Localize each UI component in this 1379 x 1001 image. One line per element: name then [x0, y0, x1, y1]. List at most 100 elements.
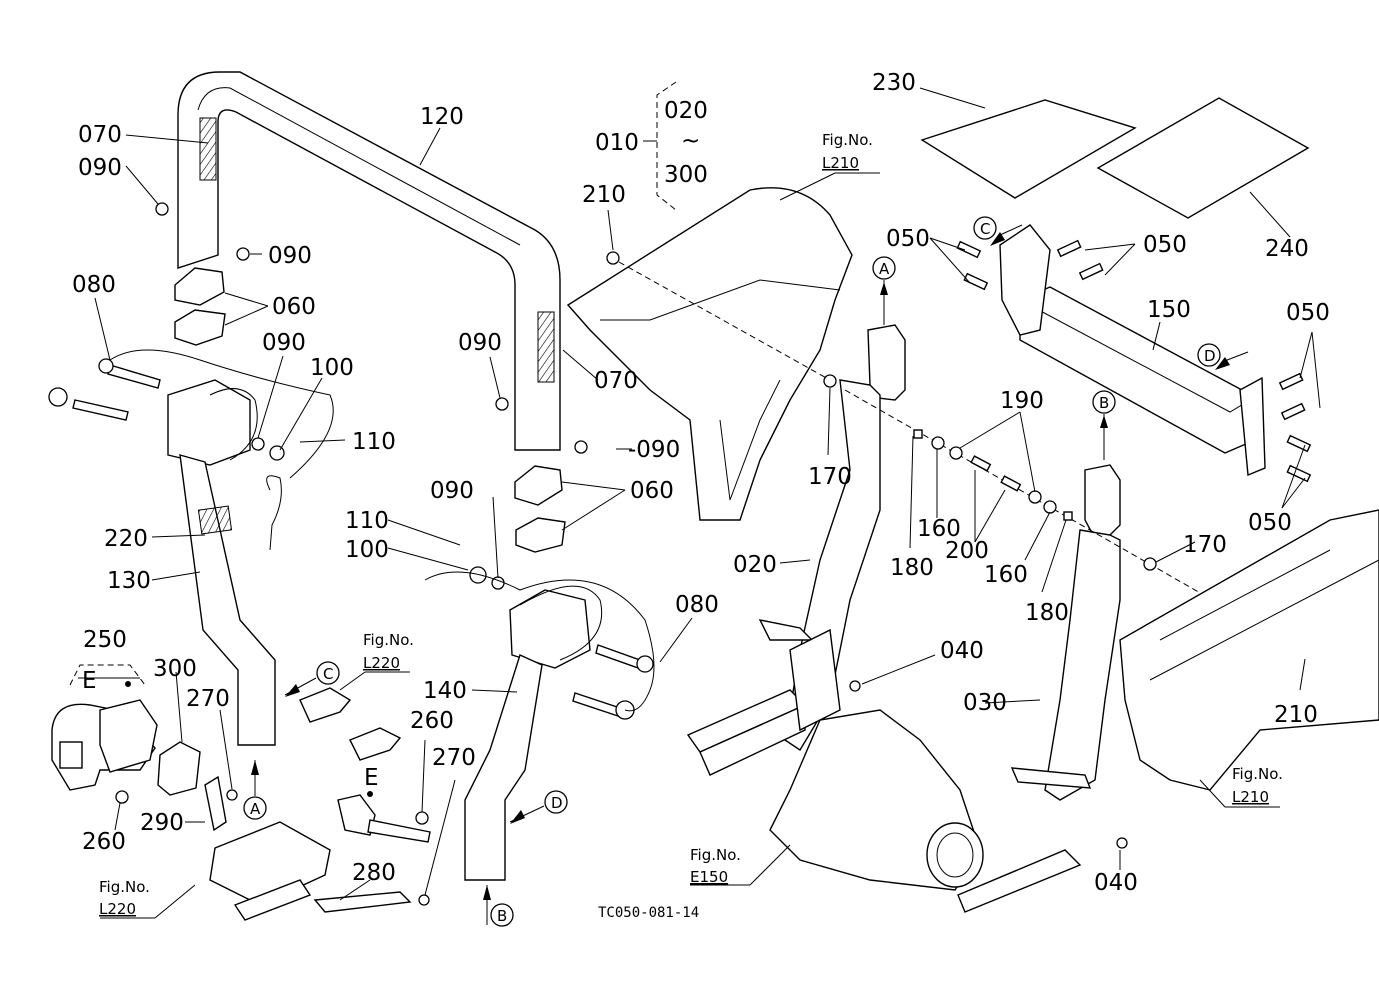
- buckle-e: [337, 794, 431, 843]
- callout-170: 170: [1183, 532, 1227, 558]
- assembly-range-bracket: 010 020 ~ 300: [595, 81, 708, 211]
- callout-280: 280: [352, 860, 396, 886]
- fig-ref-number: L210: [822, 154, 859, 172]
- svg-text:C: C: [980, 220, 990, 238]
- callout-020: 020: [733, 552, 777, 578]
- decal-070-right: [537, 311, 555, 383]
- drawing-code: TC050-081-14: [598, 905, 699, 921]
- callout-100: 100: [310, 355, 354, 381]
- svg-text:A: A: [250, 800, 261, 818]
- washer-090: [495, 397, 509, 411]
- crossbar-150: [999, 224, 1266, 477]
- marker-a-top: A: [872, 256, 896, 325]
- figure-references: Fig.No. L210 Fig.No. L220 Fig.No. L220 F…: [99, 131, 1283, 918]
- callout-150: 150: [1147, 297, 1191, 323]
- tractor-body-l210: [1119, 509, 1379, 791]
- decal-070-left: [199, 117, 217, 181]
- decal-220: [197, 505, 233, 535]
- bolt-260: [415, 811, 429, 825]
- marker-b-bottom: B: [483, 885, 514, 927]
- connection-markers: A A B B C C: [69, 216, 1249, 927]
- callout-labels: 120 070 090 090 060 080 090 100 110 220 …: [72, 70, 1330, 896]
- marker-d-crossbar: D: [1197, 343, 1249, 370]
- callout-250: 250: [83, 627, 127, 653]
- nut-210: [606, 251, 620, 265]
- callout-260: 260: [410, 708, 454, 734]
- svg-text:D: D: [1204, 347, 1216, 365]
- marker-a-bottom: A: [243, 760, 267, 820]
- nut-100: [269, 445, 285, 461]
- nut-270: [418, 894, 430, 906]
- callout-110: 110: [352, 429, 396, 455]
- transmission-housing-e150: [769, 709, 984, 891]
- callout-230: 230: [872, 70, 916, 96]
- assembly-range-label: 010: [595, 130, 639, 156]
- callout-170: 170: [808, 464, 852, 490]
- callout-210: 210: [1274, 702, 1318, 728]
- callout-200: 200: [945, 538, 989, 564]
- fig-ref-number: E150: [690, 868, 728, 886]
- fender-l210: [566, 187, 853, 521]
- rops-upper-frame: [177, 71, 561, 451]
- bolt-040: [849, 680, 861, 692]
- svg-text:E: E: [364, 765, 379, 791]
- callout-180: 180: [1025, 600, 1069, 626]
- fig-ref-label: Fig.No.: [690, 846, 741, 864]
- callout-260: 260: [82, 829, 126, 855]
- rops-bracket-030: [957, 464, 1121, 913]
- callout-040: 040: [1094, 870, 1138, 896]
- callout-050: 050: [1248, 510, 1292, 536]
- callout-030: 030: [963, 690, 1007, 716]
- manual-240: [1096, 97, 1310, 219]
- fig-ref-label: Fig.No.: [1232, 765, 1283, 783]
- washer-090: [251, 437, 265, 451]
- callout-130: 130: [107, 568, 151, 594]
- marker-b-top: B: [1092, 390, 1116, 460]
- seat-base-bracket: [209, 687, 402, 921]
- callout-160: 160: [984, 562, 1028, 588]
- bracket-290: [204, 775, 227, 832]
- marker-e-buckle: E: [364, 765, 379, 797]
- callout-140: 140: [423, 678, 467, 704]
- callout-100: 100: [345, 537, 389, 563]
- callout-110: 110: [345, 508, 389, 534]
- callout-050: 050: [1143, 232, 1187, 258]
- callout-090: 090: [430, 478, 474, 504]
- callout-040: 040: [940, 638, 984, 664]
- assembly-range-from: 020: [664, 98, 708, 124]
- marker-c-post: C: [284, 661, 340, 697]
- callout-090: 090: [262, 330, 306, 356]
- assembly-line: [618, 261, 831, 381]
- marker-d-post: D: [509, 790, 568, 824]
- bolt-040: [1116, 837, 1128, 849]
- fig-ref-label: Fig.No.: [363, 631, 414, 649]
- callout-220: 220: [104, 526, 148, 552]
- callout-050: 050: [1286, 300, 1330, 326]
- pin-080-right: [424, 571, 655, 720]
- callout-300: 300: [153, 656, 197, 682]
- bolt-260: [115, 790, 129, 804]
- marker-e-belt: E: [69, 664, 146, 694]
- cap-060-right: [514, 465, 566, 553]
- svg-text:A: A: [879, 260, 890, 278]
- nut-270: [226, 789, 238, 801]
- callout-160: 160: [917, 516, 961, 542]
- fig-ref-number: L210: [1232, 788, 1269, 806]
- callout-120: 120: [420, 104, 464, 130]
- washer-090: [155, 202, 169, 216]
- nut-100: [469, 566, 487, 584]
- bracket-280: [313, 891, 412, 913]
- svg-text:C: C: [323, 665, 333, 683]
- svg-text:B: B: [497, 907, 507, 925]
- rops-bracket-020: [686, 324, 906, 776]
- seat-belt-250: [51, 699, 158, 791]
- manual-230: [920, 99, 1137, 199]
- callout-070: 070: [594, 368, 638, 394]
- callout-090: -090: [628, 437, 680, 463]
- callout-090: 090: [268, 243, 312, 269]
- svg-text:B: B: [1099, 394, 1109, 412]
- svg-text:D: D: [551, 794, 563, 812]
- washer-090: [574, 440, 588, 454]
- fig-ref-number: L220: [363, 654, 400, 672]
